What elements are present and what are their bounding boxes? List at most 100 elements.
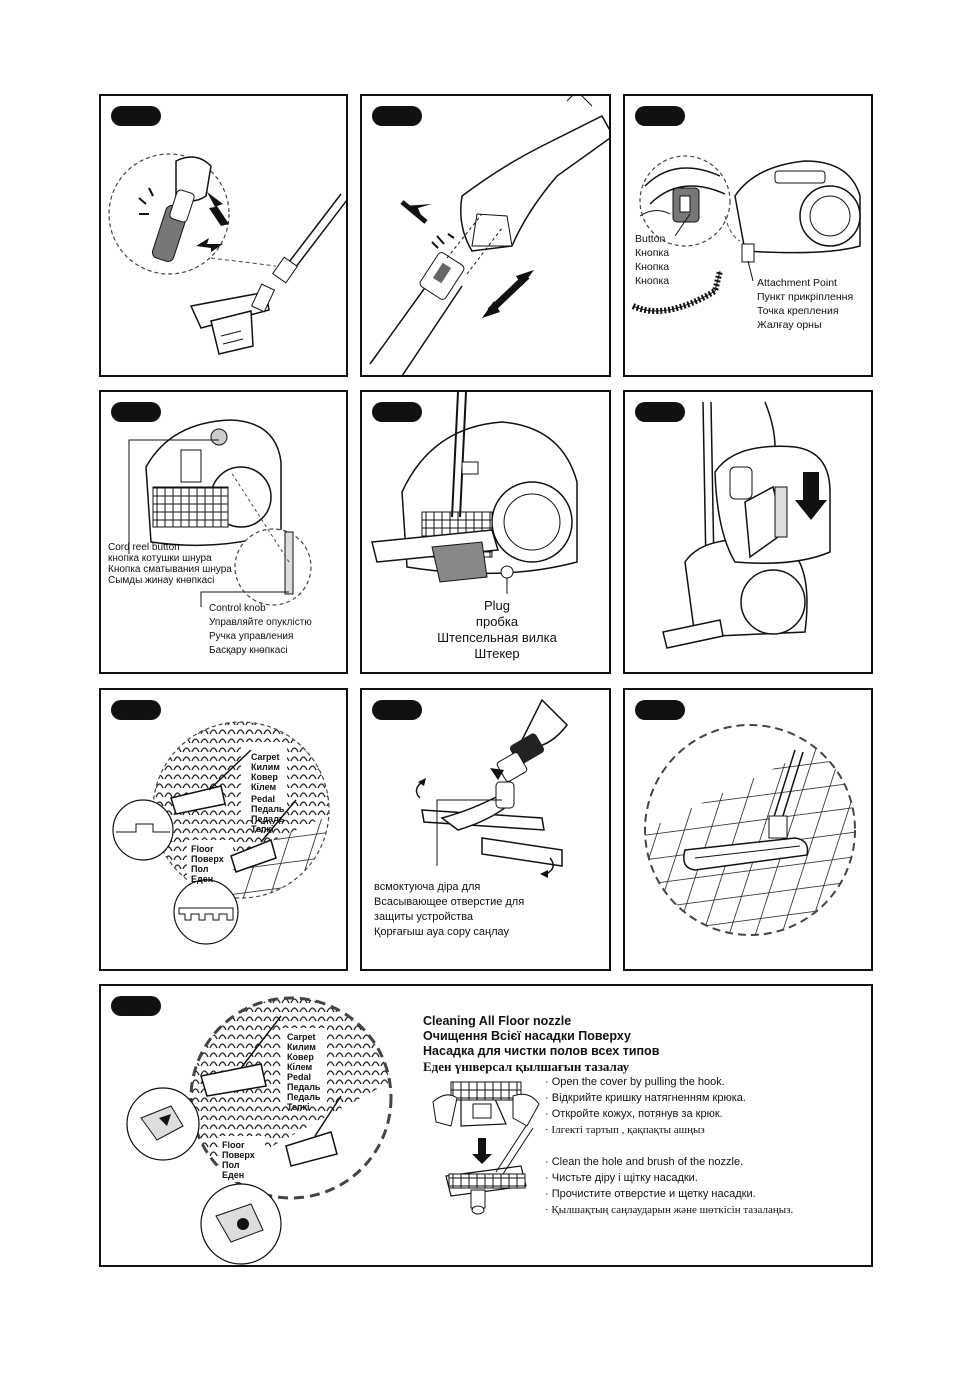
floor-label: Floor Поверх Пол Еден [222,1140,255,1180]
panel-1-attach-tube [99,94,348,377]
label-en: Floor [222,1140,245,1150]
label-kk: Еден [222,1170,245,1180]
illustration-nozzle-parked [371,392,578,594]
step-kk: Қылшақтың саңлаударын және шөткісін таза… [545,1202,793,1218]
label-kk: Еден [191,874,214,884]
label-kk: Сымды жинау кнөпкасі [108,575,215,586]
label-ru: Ковер [287,1052,314,1062]
label-kk: Штекер [474,646,520,661]
panel-8-suction-hole: всмоктуюча діра для Всасывающее отверсти… [360,688,611,971]
label-en: Cord reel button [108,542,180,553]
suction-hole-caption: всмоктуюча діра для Всасывающее отверсти… [374,880,524,940]
label-kk: Кілем [287,1062,313,1072]
pedal-label: Pedal Педаль Педаль Тепкі [287,1072,320,1112]
title-kk: Еден үнıверсал қылшағын тазалау [423,1059,630,1074]
step-badge [635,700,685,720]
control-knob-callout: Control knob Управляйте опуклістю Ручка … [209,602,312,658]
illustration-tube-connect [108,153,346,355]
illustration-telescopic-tube [369,96,609,375]
label-en: Carpet [287,1032,316,1042]
floor-label: Floor Поверх Пол Еден [191,844,224,884]
label-uk: Кнопка [635,247,670,259]
label-kk: Кілем [251,782,277,792]
caption-line: всмоктуюча діра для [374,881,481,893]
label-ru: Ручка управления [209,631,294,642]
label-en: Attachment Point [757,277,837,289]
label-en: Plug [483,598,511,613]
panel-9-floor-cleaning [623,688,873,971]
step-badge [372,402,422,422]
step-en: Clean the hole and brush of the nozzle. [545,1154,793,1170]
step-ru: Откройте кожух, потянув за крюк. [545,1106,746,1122]
illustration-carpet-floor-pedal [112,721,330,945]
label-uk: Педаль [251,804,285,814]
label-ru: Кнопка [635,261,670,273]
label-uk: Пункт прикріплення [757,291,854,303]
label-en: Floor [191,844,214,854]
label-uk: Управляйте опуклістю [209,617,312,628]
step-badge [372,106,422,126]
label-en: Control knob [209,603,266,614]
panel-2-adjust-tube [360,94,611,377]
label-ru: Педаль [287,1092,321,1102]
label-uk: Педаль [287,1082,321,1092]
section-title: Cleaning All Floor nozzle Очищення Всієї… [423,1014,659,1074]
illustration-all-floor-nozzle [126,996,540,1265]
panel-4-cord-and-knob: Cord reel button кнопка котушки шнура Кн… [99,390,348,674]
step-uk: Відкрийте кришку натягненням крюка. [545,1090,746,1106]
label-ru: Штепсельная вилка [437,630,557,645]
label-uk: пробка [475,614,519,629]
label-kk: Тепкі [287,1102,310,1112]
label-kk: Тепкі [251,824,274,834]
plug-callout: Plug пробка Штепсельная вилка Штекер [422,598,572,662]
attachment-point-callout: Attachment Point Пункт прикріплення Точк… [757,276,853,332]
label-uk: кнопка котушки шнура [108,553,212,564]
open-cover-steps: Open the cover by pulling the hook. Відк… [545,1074,746,1138]
illustration-vacuum-body [128,419,312,607]
step-badge [635,402,685,422]
label-uk: Поверх [222,1150,255,1160]
carpet-label: Carpet Килим Ковер Кілем [287,1032,316,1072]
label-kk: Кнопка [635,275,670,287]
label-en: Pedal [287,1072,312,1082]
label-en: Carpet [251,752,280,762]
label-ru: Ковер [251,772,278,782]
label-ru: Пол [191,864,209,874]
step-uk: Чистьте діру і щітку насадки. [545,1170,793,1186]
title-ru: Насадка для чистки полов всех типов [423,1044,660,1058]
label-kk: Басқару кнөпкасі [209,645,288,656]
step-kk: Ілгекті тартып , қақпақты ашңыз [545,1122,746,1138]
carpet-label: Carpet Килим Ковер Кілем [251,752,280,792]
illustration-nozzle-on-tiles [644,724,856,936]
illustration-upright-storage [662,401,831,649]
caption-line: Всасывающее отверстие для [374,896,525,908]
label-en: Pedal [251,794,276,804]
caption-line: защиты устройства [374,911,474,923]
step-badge [635,106,685,126]
panel-7-pedal-modes: Carpet Килим Ковер Кілем Pedal Педаль Пе… [99,688,348,971]
button-callout: Button Кнопка Кнопка Кнопка [635,232,669,288]
label-uk: Килим [251,762,280,772]
label-ru: Педаль [251,814,285,824]
label-uk: Килим [287,1042,316,1052]
label-ru: Точка крепления [757,305,839,317]
step-badge [372,700,422,720]
title-en: Cleaning All Floor nozzle [423,1014,572,1028]
step-badge [111,106,161,126]
title-uk: Очищення Всієї насадки Поверху [423,1029,631,1043]
label-en: Button [635,233,666,245]
label-uk: Поверх [191,854,224,864]
pedal-label: Pedal Педаль Педаль Тепкі [251,794,284,834]
illustration-accessory-clip [631,155,861,314]
panel-6-storage [623,390,873,674]
step-badge [111,402,161,422]
panel-5-plug: Plug пробка Штепсельная вилка Штекер [360,390,611,674]
label-kk: Жалғау орны [757,319,822,331]
illustration-suction-hole [415,698,568,878]
step-badge [111,700,161,720]
step-badge [111,996,161,1016]
step-en: Open the cover by pulling the hook. [545,1074,746,1090]
step-ru: Прочистите отверстие и щетку насадки. [545,1186,793,1202]
panel-3-attachment-point: Button Кнопка Кнопка Кнопка Attachment P… [623,94,873,377]
label-ru: Пол [222,1160,240,1170]
